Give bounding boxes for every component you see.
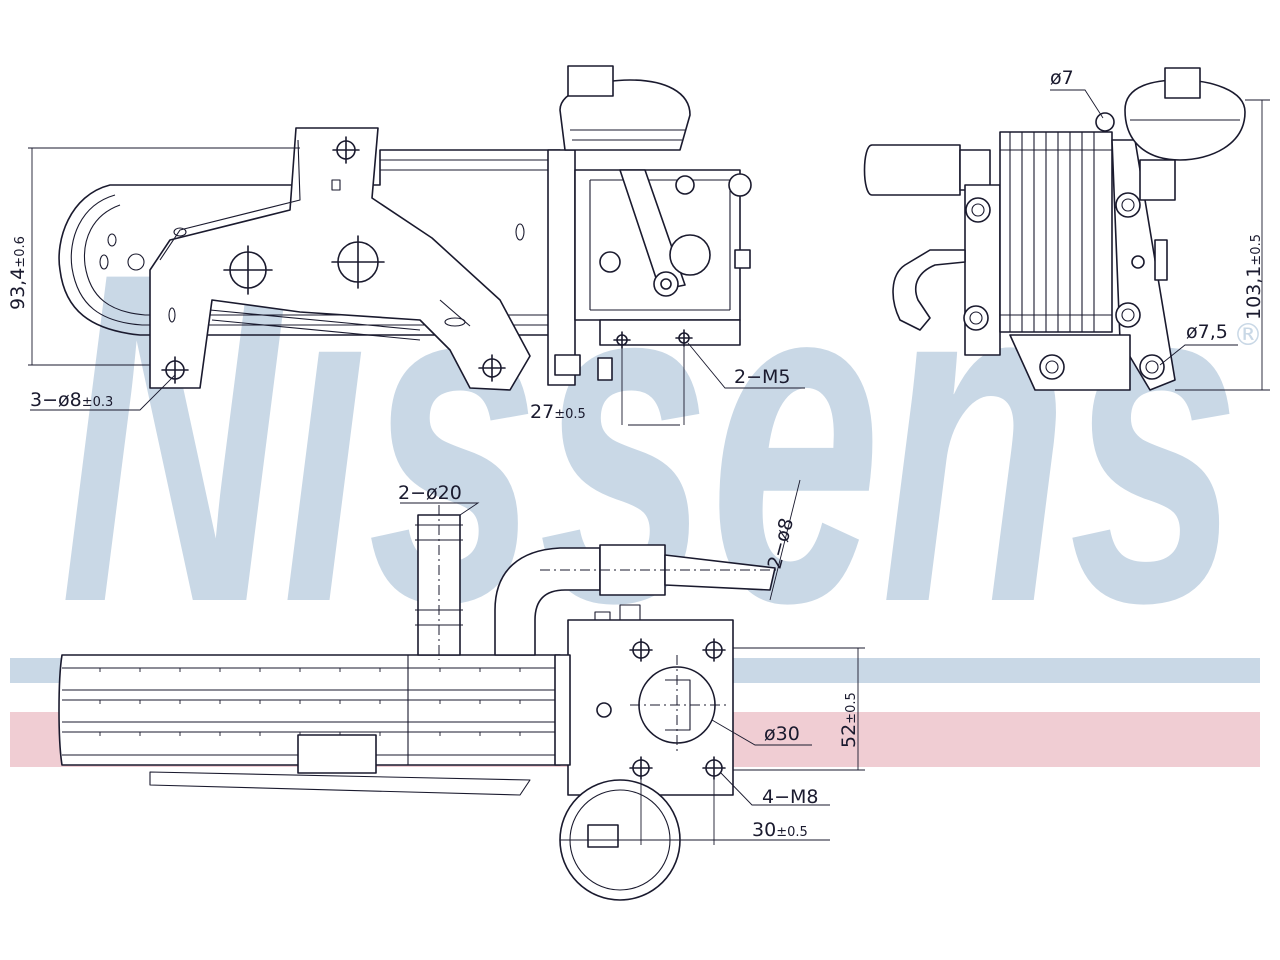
- dim-hole-d7: ø7: [1050, 67, 1074, 89]
- top-left-view: 93,4±0.6 3−ø8±0.3 27±0.5 2−M5: [7, 65, 805, 426]
- dim-height-52: 52±0.5: [838, 692, 860, 748]
- dim-bore-d30: ø30: [764, 723, 800, 745]
- dim-thread-m8: 4−M8: [762, 786, 819, 808]
- dim-pipe-d20: 2−ø20: [398, 482, 462, 504]
- top-right-view: ø7 103,1±0.5 ø7,5: [863, 67, 1270, 391]
- dim-spacing-27: 27±0.5: [530, 401, 586, 423]
- dim-height-103: 103,1±0.5: [1243, 234, 1265, 320]
- dim-holes-3x8: 3−ø8±0.3: [30, 389, 113, 411]
- dim-hole-d7-5: ø7,5: [1186, 321, 1228, 343]
- watermark-registered-mark: ®: [1233, 318, 1263, 353]
- dim-height-93: 93,4±0.6: [7, 236, 29, 310]
- dim-thread-m5: 2−M5: [734, 366, 791, 388]
- dim-spacing-30: 30±0.5: [752, 819, 808, 841]
